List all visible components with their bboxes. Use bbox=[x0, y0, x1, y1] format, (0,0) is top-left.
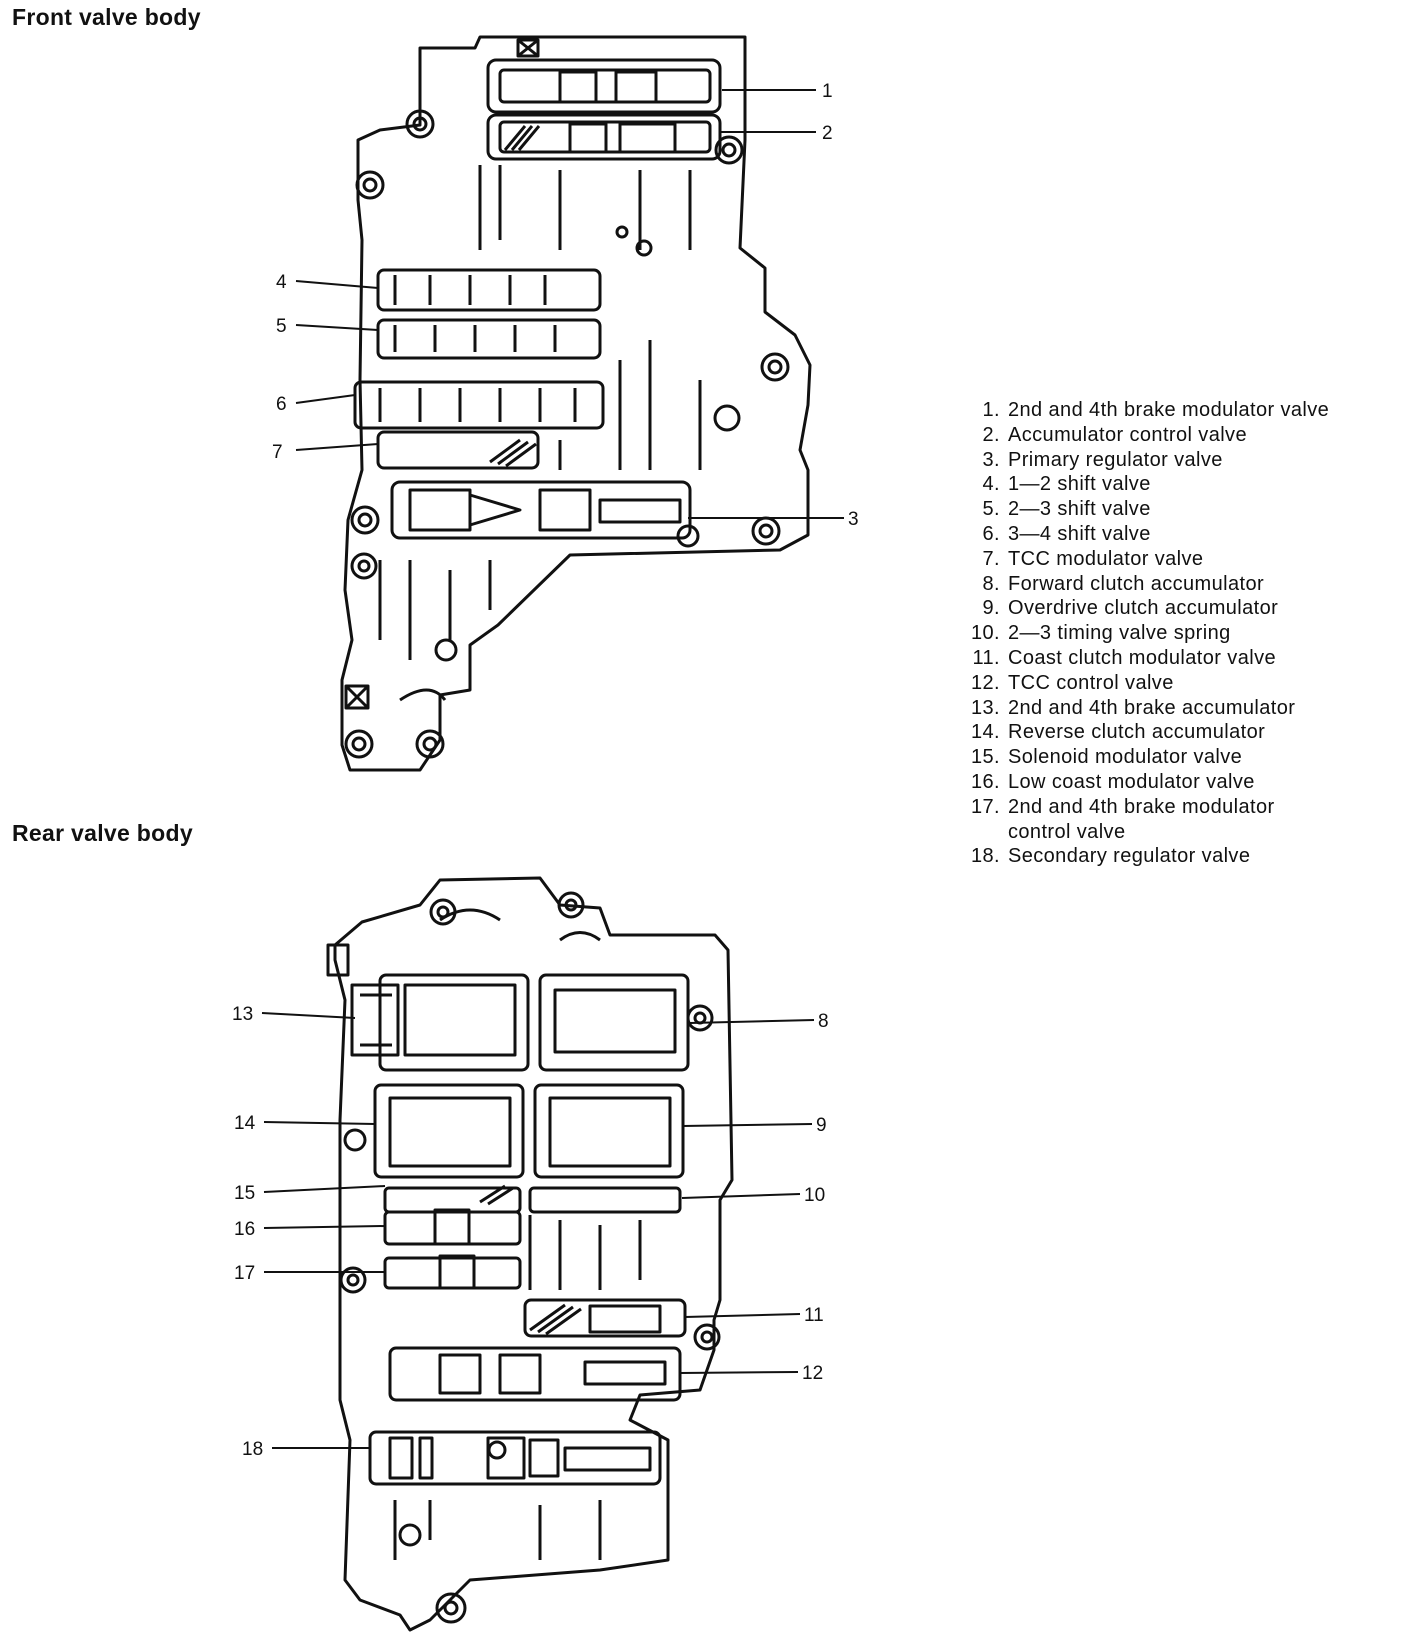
front-valve-body-drawing bbox=[340, 35, 812, 772]
legend-number: 5. bbox=[982, 498, 1000, 521]
legend-item: 10. 2—3 timing valve spring bbox=[958, 621, 1388, 646]
legend-item: 16. Low coast modulator valve bbox=[958, 770, 1388, 795]
legend-text: Forward clutch accumulator bbox=[1008, 572, 1265, 595]
legend-item: 11. Coast clutch modulator valve bbox=[958, 646, 1388, 671]
legend-text: Secondary regulator valve bbox=[1008, 845, 1251, 868]
legend-text: Primary regulator valve bbox=[1008, 448, 1223, 471]
legend-number: 18. bbox=[970, 845, 1000, 868]
callout-8: 8 bbox=[818, 1011, 829, 1032]
legend-number: 7. bbox=[982, 547, 1000, 570]
legend-text: Solenoid modulator valve bbox=[1008, 746, 1243, 769]
callout-12: 12 bbox=[802, 1363, 823, 1384]
callout-6: 6 bbox=[276, 394, 287, 415]
callout-14: 14 bbox=[234, 1113, 256, 1134]
legend-item: 17. 2nd and 4th brake modulator control v… bbox=[958, 795, 1388, 845]
legend-text: 2nd and 4th brake accumulator bbox=[1008, 696, 1296, 719]
legend-text: 2—3 timing valve spring bbox=[1008, 622, 1231, 645]
legend-text: 3—4 shift valve bbox=[1008, 522, 1151, 545]
legend-item: 14. Reverse clutch accumulator bbox=[958, 720, 1388, 745]
legend-text: Reverse clutch accumulator bbox=[1008, 721, 1266, 744]
callout-17: 17 bbox=[234, 1263, 255, 1284]
legend-number: 6. bbox=[982, 522, 1000, 545]
callout-5: 5 bbox=[276, 316, 287, 337]
legend-number: 1. bbox=[982, 399, 1000, 421]
legend-text: 1—2 shift valve bbox=[1008, 473, 1151, 496]
front-valve-body-title: Front valve body bbox=[12, 4, 201, 30]
legend-item: 4. 1—2 shift valve bbox=[958, 472, 1388, 497]
callout-1: 1 bbox=[822, 81, 833, 102]
callout-9: 9 bbox=[816, 1115, 827, 1136]
legend-item: 18. Secondary regulator valve bbox=[958, 844, 1388, 869]
rear-valve-body-drawing bbox=[326, 876, 734, 1632]
legend-item: 9. Overdrive clutch accumulator bbox=[958, 596, 1388, 621]
legend-text: 2nd and 4th brake modulator valve bbox=[1008, 399, 1330, 421]
legend-item: 12. TCC control valve bbox=[958, 671, 1388, 696]
legend-number: 15. bbox=[970, 746, 1000, 769]
callout-3: 3 bbox=[848, 509, 859, 530]
leader-lines bbox=[261, 89, 844, 1449]
legend-text: Accumulator control valve bbox=[1008, 423, 1247, 446]
callout-15: 15 bbox=[234, 1183, 255, 1204]
callout-18: 18 bbox=[242, 1439, 263, 1460]
parts-legend: 1. 2nd and 4th brake modulator valve 2. Ac… bbox=[958, 398, 1388, 869]
legend-number: 10. bbox=[970, 622, 1000, 645]
legend-number: 17. bbox=[970, 795, 1000, 818]
legend-text: 2—3 shift valve bbox=[1008, 498, 1151, 521]
legend-text: Low coast modulator valve bbox=[1008, 770, 1255, 793]
legend-item: 8. Forward clutch accumulator bbox=[958, 572, 1388, 597]
legend-number: 16. bbox=[970, 770, 1000, 793]
legend-item: 13. 2nd and 4th brake accumulator bbox=[958, 696, 1388, 721]
legend-number: 3. bbox=[982, 448, 1000, 471]
legend-number: 8. bbox=[982, 572, 1000, 595]
legend-item: 7. TCC modulator valve bbox=[958, 547, 1388, 572]
legend-number: 13. bbox=[970, 696, 1000, 719]
legend-text: Overdrive clutch accumulator bbox=[1008, 597, 1279, 620]
legend-item: 5. 2—3 shift valve bbox=[958, 497, 1388, 522]
callout-4: 4 bbox=[276, 272, 287, 293]
legend-item: 6. 3—4 shift valve bbox=[958, 522, 1388, 547]
callout-numbers: 1 2 3 4 5 6 7 8 9 10 11 12 13 14 15 16 1… bbox=[232, 81, 859, 1460]
callout-13: 13 bbox=[232, 1004, 253, 1025]
legend-item: 1. 2nd and 4th brake modulator valve bbox=[958, 398, 1388, 423]
legend-text: TCC modulator valve bbox=[1008, 547, 1204, 570]
legend-item: 3. Primary regulator valve bbox=[958, 448, 1388, 473]
rear-valve-body-title: Rear valve body bbox=[12, 820, 193, 846]
legend-number: 11. bbox=[972, 646, 1000, 669]
legend-number: 12. bbox=[970, 671, 1000, 694]
callout-10: 10 bbox=[804, 1185, 825, 1206]
legend-number: 14. bbox=[970, 721, 1000, 744]
legend-item: 15. Solenoid modulator valve bbox=[958, 745, 1388, 770]
legend-number: 2. bbox=[982, 423, 1000, 446]
legend-text: Coast clutch modulator valve bbox=[1008, 646, 1276, 669]
callout-11: 11 bbox=[804, 1305, 824, 1326]
callout-7: 7 bbox=[272, 442, 283, 463]
legend-text: TCC control valve bbox=[1008, 671, 1174, 694]
legend-text: 2nd and 4th brake modulator control valv… bbox=[1008, 795, 1275, 843]
callout-16: 16 bbox=[234, 1219, 255, 1240]
legend-number: 4. bbox=[982, 473, 1000, 496]
callout-2: 2 bbox=[822, 123, 833, 144]
legend-item: 2. Accumulator control valve bbox=[958, 423, 1388, 448]
legend-number: 9. bbox=[982, 597, 1000, 620]
